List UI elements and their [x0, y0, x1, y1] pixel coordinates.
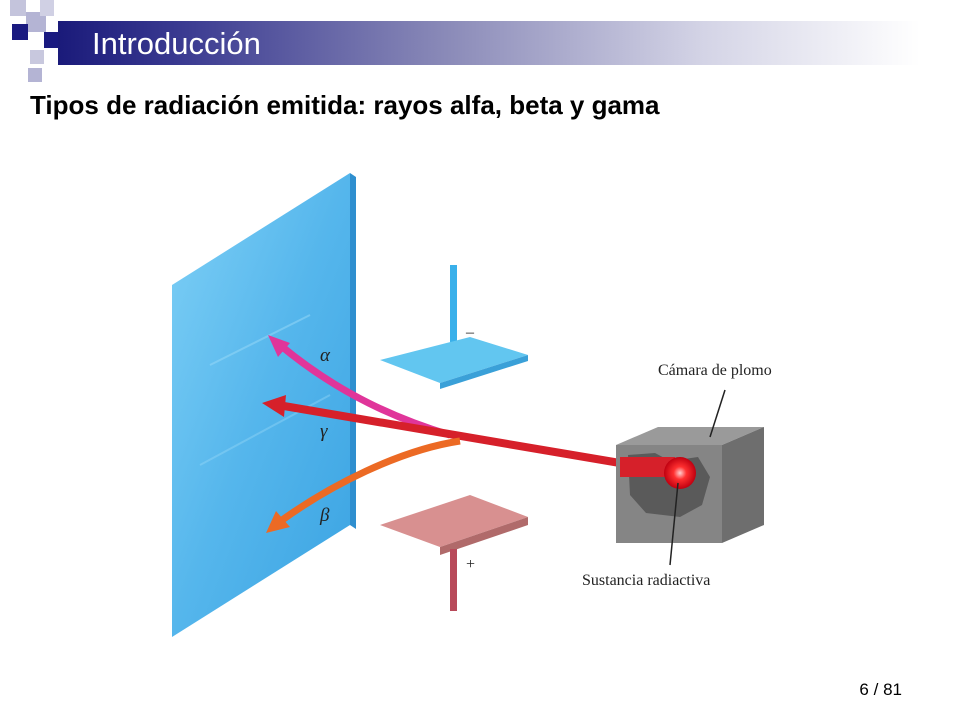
corner-square-light-3	[40, 0, 54, 16]
beta-label: β	[319, 505, 330, 526]
radiation-figure: – + α γ β	[150, 165, 810, 645]
chamber-label: Cámara de plomo	[658, 362, 772, 379]
page-total: 81	[883, 680, 902, 699]
gamma-ray	[262, 395, 621, 467]
page-current: 6	[859, 680, 869, 699]
corner-square-light-1	[10, 0, 26, 16]
negative-plate	[380, 265, 528, 389]
beta-ray	[266, 437, 461, 533]
corner-square-light-5	[28, 68, 42, 82]
plus-sign: +	[466, 556, 475, 573]
slide-title: Introducción	[92, 26, 261, 61]
positive-plate	[380, 495, 528, 611]
corner-square-light-4	[30, 50, 44, 64]
title-bar	[58, 21, 920, 65]
corner-square-dark-1	[12, 24, 28, 40]
page-separator: /	[873, 680, 879, 699]
substance-label: Sustancia radiactiva	[582, 572, 710, 589]
minus-sign: –	[465, 324, 475, 341]
gamma-label: γ	[320, 421, 328, 442]
detection-screen	[172, 173, 356, 637]
lead-chamber	[616, 389, 764, 566]
alpha-label: α	[320, 345, 331, 366]
corner-square-dark-2	[44, 32, 60, 48]
radioactive-source	[664, 457, 696, 489]
page-number: 6 / 81	[859, 680, 902, 700]
radiation-diagram: – + α γ β	[172, 173, 772, 637]
corner-square-light-2	[26, 12, 46, 32]
slide-subtitle: Tipos de radiación emitida: rayos alfa, …	[30, 90, 660, 120]
